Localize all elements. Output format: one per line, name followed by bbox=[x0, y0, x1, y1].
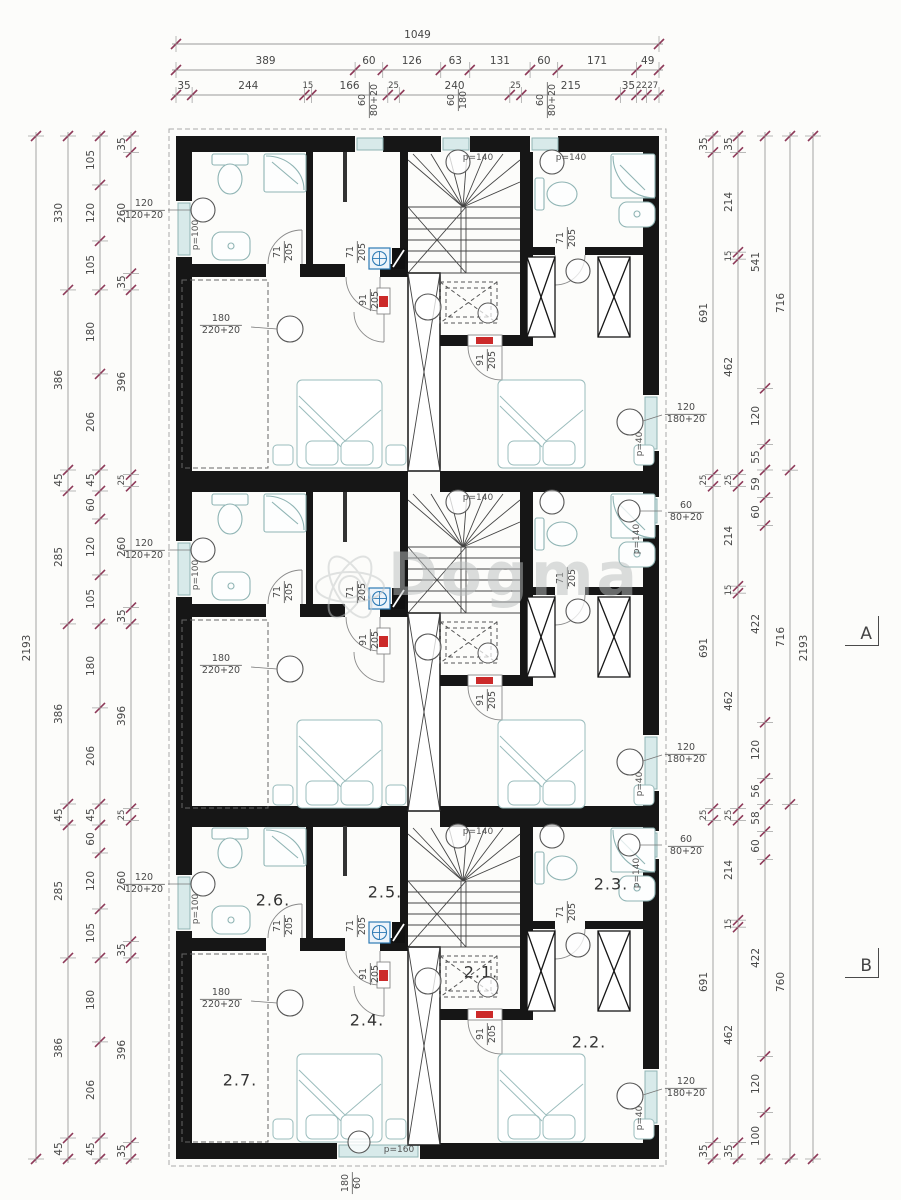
p160-bubble bbox=[347, 1130, 371, 1154]
watermark-logo-icon bbox=[315, 555, 385, 619]
windows bbox=[177, 137, 658, 1158]
outer-walls bbox=[176, 136, 659, 1159]
watermark-text: Dogma bbox=[388, 540, 640, 610]
small-window-leaders bbox=[640, 510, 662, 846]
envelope-outline bbox=[168, 128, 667, 1167]
small-window-bubbles bbox=[617, 499, 641, 857]
